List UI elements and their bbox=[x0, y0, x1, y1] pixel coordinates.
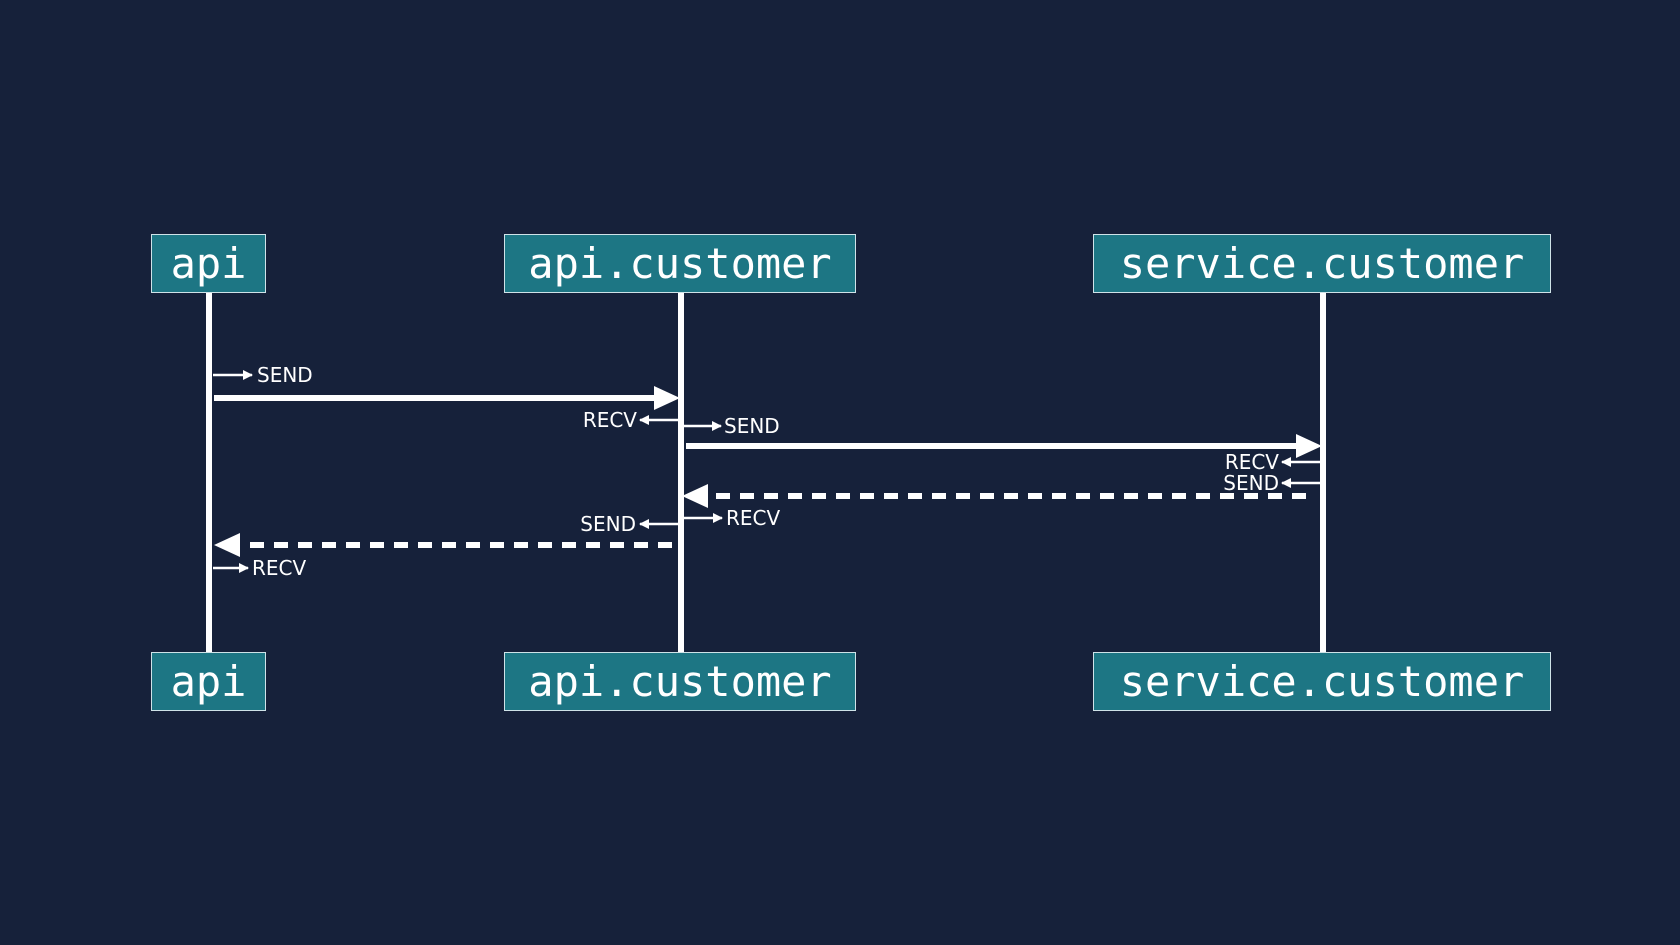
participant-api-customer-bottom: api.customer bbox=[504, 652, 856, 711]
event-label-apicust-send-request: SEND bbox=[724, 414, 780, 438]
participant-service-customer-label: service.customer bbox=[1119, 239, 1525, 288]
event-label-svc-recv-request: RECV bbox=[1224, 450, 1279, 474]
arrowhead-api-customer bbox=[654, 386, 680, 410]
event-label-apicust-recv-response: RECV bbox=[726, 506, 781, 530]
participant-api-label: api bbox=[170, 239, 247, 288]
participant-service-customer-label: service.customer bbox=[1119, 657, 1525, 706]
arrowhead-api-return bbox=[214, 533, 240, 557]
event-label-api-recv: RECV bbox=[252, 556, 307, 580]
participant-api-bottom: api bbox=[151, 652, 266, 711]
event-label-apicust-send-response: SEND bbox=[580, 512, 636, 536]
event-label-apicust-recv-request: RECV bbox=[582, 408, 637, 432]
event-label-svc-send-response: SEND bbox=[1223, 471, 1279, 495]
participant-service-customer-bottom: service.customer bbox=[1093, 652, 1551, 711]
participant-api-customer-label: api.customer bbox=[528, 239, 832, 288]
participant-service-customer-top: service.customer bbox=[1093, 234, 1551, 293]
event-label-api-send: SEND bbox=[257, 363, 313, 387]
participant-api-customer-label: api.customer bbox=[528, 657, 832, 706]
participant-api-label: api bbox=[170, 657, 247, 706]
arrowhead-service-customer bbox=[1296, 434, 1322, 458]
participant-api-top: api bbox=[151, 234, 266, 293]
arrowhead-api-customer-return bbox=[682, 484, 708, 508]
participant-api-customer-top: api.customer bbox=[504, 234, 856, 293]
